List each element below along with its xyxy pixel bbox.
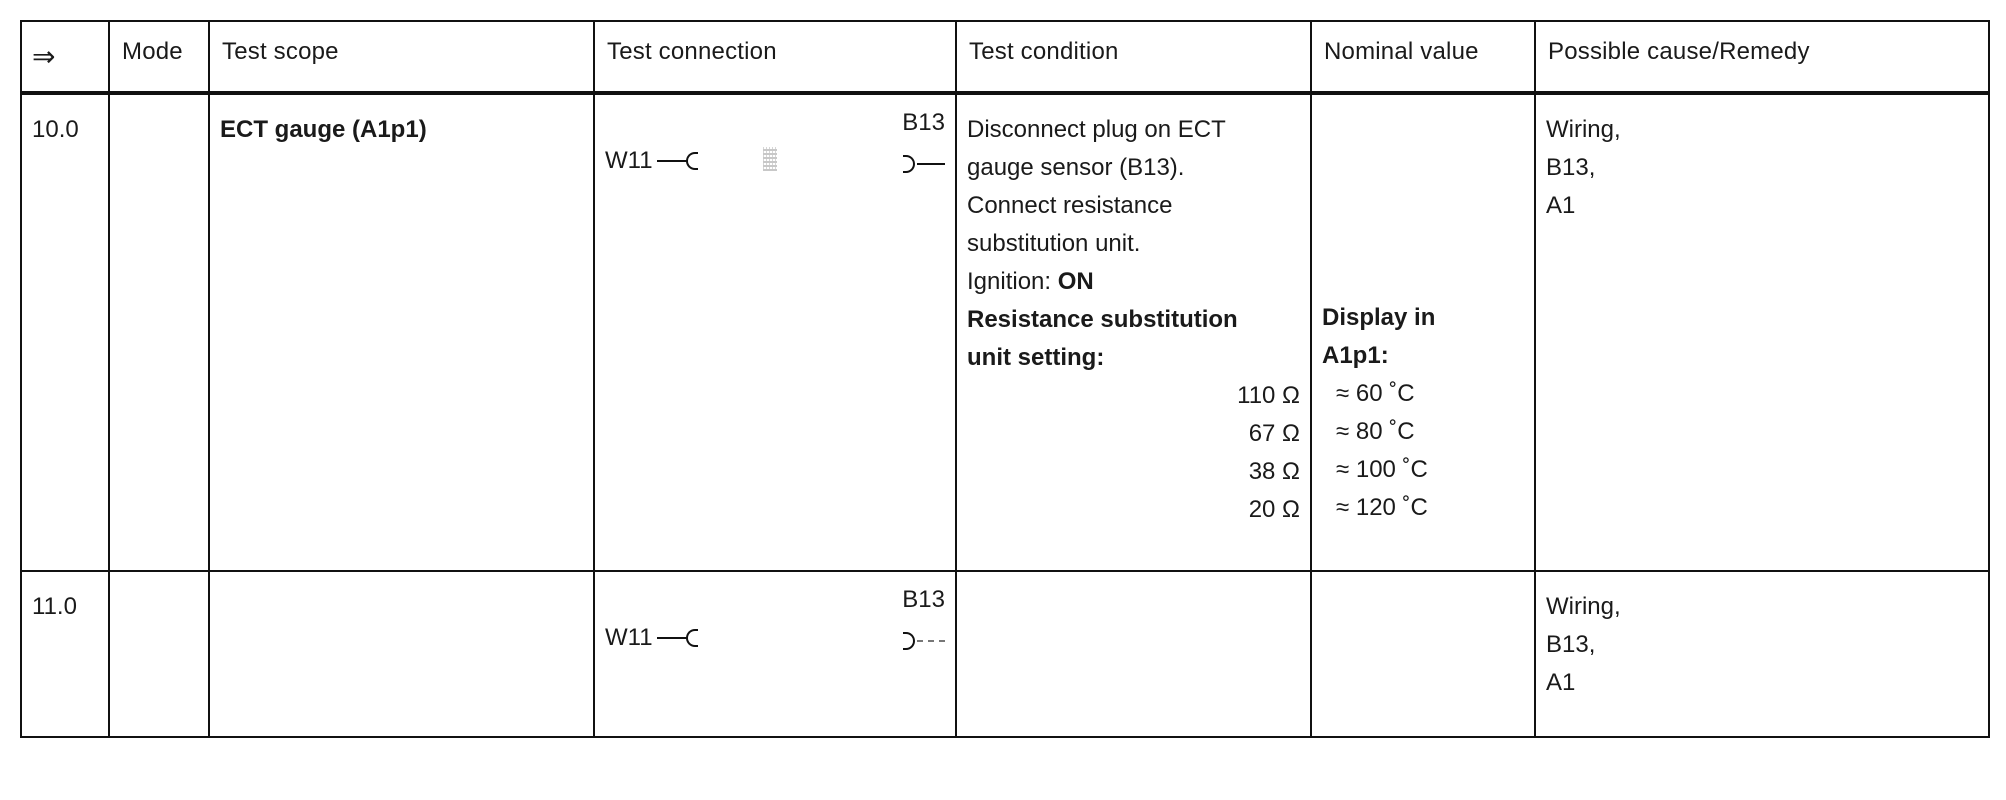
nominal-value-cell bbox=[1310, 571, 1536, 738]
plug-pin-icon bbox=[903, 155, 915, 173]
connection-target-label: B13 bbox=[902, 109, 945, 136]
cause-item: B13, bbox=[1546, 631, 1596, 658]
resistance-value: 110 Ω bbox=[1237, 382, 1300, 409]
test-connection-cell: B13 W11 bbox=[593, 93, 957, 572]
mode-value bbox=[110, 95, 208, 111]
cause-list: Wiring, B13, A1 bbox=[1536, 95, 1988, 225]
nominal-value-cell: Display in A1p1: ≈ 60 ˚C ≈ 80 ˚C ≈ 100 ˚… bbox=[1310, 93, 1536, 572]
ignition-value: ON bbox=[1057, 268, 1094, 295]
possible-cause-header: Possible cause/Remedy bbox=[1534, 20, 1990, 95]
mode-value bbox=[110, 572, 208, 588]
scan-artifact-mark bbox=[763, 147, 777, 171]
cause-item: A1 bbox=[1546, 192, 1576, 219]
connection-target-plug bbox=[903, 632, 945, 650]
cause-list: Wiring, B13, A1 bbox=[1536, 572, 1988, 702]
dashed-wire-icon bbox=[917, 640, 945, 642]
plug-pin-icon bbox=[903, 632, 915, 650]
temperature-value: ≈ 60 ˚C bbox=[1336, 380, 1415, 407]
ignition-line: Ignition: ON bbox=[967, 263, 1310, 301]
step-number: 11.0 bbox=[32, 593, 77, 620]
plug-socket-icon bbox=[685, 629, 698, 647]
connection-target-plug bbox=[903, 155, 945, 173]
cause-item: B13, bbox=[1546, 154, 1596, 181]
wire-line-icon bbox=[656, 637, 687, 639]
cause-item: Wiring, bbox=[1546, 593, 1621, 620]
resistance-value: 38 Ω bbox=[1248, 458, 1300, 485]
temperature-value: ≈ 100 ˚C bbox=[1336, 456, 1428, 483]
setting-label: unit setting: bbox=[967, 344, 1105, 371]
table-row: 11.0 B13 W11 bbox=[20, 571, 1990, 738]
temperature-value: ≈ 80 ˚C bbox=[1336, 418, 1415, 445]
test-connection-header: Test connection bbox=[593, 20, 957, 95]
possible-cause-cell: Wiring, B13, A1 bbox=[1534, 93, 1990, 572]
connection-diagram: B13 W11 bbox=[595, 572, 955, 736]
nominal-value-header: Nominal value bbox=[1310, 20, 1536, 95]
mode-header: Mode bbox=[108, 20, 210, 95]
connection-target-label: B13 bbox=[902, 586, 945, 613]
nominal-values: ≈ 60 ˚C ≈ 80 ˚C ≈ 100 ˚C ≈ 120 ˚C bbox=[1322, 375, 1435, 527]
test-connection-cell: B13 W11 bbox=[593, 571, 957, 738]
nominal-value-block: Display in A1p1: ≈ 60 ˚C ≈ 80 ˚C ≈ 100 ˚… bbox=[1322, 299, 1435, 527]
condition-line: Disconnect plug on ECT bbox=[967, 116, 1226, 143]
resistance-value: 67 Ω bbox=[1248, 420, 1300, 447]
connection-source-label: W11 bbox=[605, 624, 653, 651]
test-condition-block: Disconnect plug on ECT gauge sensor (B13… bbox=[957, 95, 1310, 529]
connection-source: W11 bbox=[605, 624, 698, 652]
test-scope-value bbox=[210, 572, 593, 588]
cause-item: Wiring, bbox=[1546, 116, 1621, 143]
test-condition-header: Test condition bbox=[955, 20, 1312, 95]
wire-line-icon bbox=[656, 160, 687, 162]
setting-label: Resistance substitution bbox=[967, 306, 1238, 333]
connection-source-label: W11 bbox=[605, 147, 653, 174]
resistance-value: 20 Ω bbox=[1248, 496, 1300, 523]
condition-line: gauge sensor (B13). bbox=[967, 154, 1185, 181]
ignition-label: Ignition: bbox=[967, 268, 1058, 295]
resistance-values: 110 Ω 67 Ω 38 Ω 20 Ω bbox=[967, 377, 1310, 529]
step-cell: 10.0 bbox=[20, 93, 110, 572]
step-cell: 11.0 bbox=[20, 571, 110, 738]
connection-diagram: B13 W11 bbox=[595, 95, 955, 570]
nominal-value-area: Display in A1p1: ≈ 60 ˚C ≈ 80 ˚C ≈ 100 ˚… bbox=[1312, 95, 1534, 570]
wire-line-icon bbox=[917, 163, 945, 165]
step-number: 10.0 bbox=[32, 116, 79, 143]
test-condition-cell bbox=[955, 571, 1312, 738]
condition-line: Connect resistance bbox=[967, 192, 1173, 219]
test-scope-value: ECT gauge (A1p1) bbox=[220, 116, 427, 143]
mode-cell bbox=[108, 571, 210, 738]
possible-cause-cell: Wiring, B13, A1 bbox=[1534, 571, 1990, 738]
test-scope-header: Test scope bbox=[208, 20, 595, 95]
plug-socket-icon bbox=[685, 152, 698, 170]
test-condition-cell: Disconnect plug on ECT gauge sensor (B13… bbox=[955, 93, 1312, 572]
table-row: 10.0 ECT gauge (A1p1) B13 W11 bbox=[20, 93, 1990, 572]
table-header-row: ⇒ Mode Test scope Test connection Test c… bbox=[20, 20, 1990, 95]
test-scope-cell: ECT gauge (A1p1) bbox=[208, 93, 595, 572]
connection-source: W11 bbox=[605, 147, 698, 175]
nominal-label: A1p1: bbox=[1322, 342, 1389, 369]
test-procedure-table: ⇒ Mode Test scope Test connection Test c… bbox=[20, 20, 1990, 738]
cause-item: A1 bbox=[1546, 669, 1576, 696]
arrow-header: ⇒ bbox=[20, 20, 110, 95]
nominal-label: Display in bbox=[1322, 304, 1436, 331]
temperature-value: ≈ 120 ˚C bbox=[1336, 494, 1428, 521]
mode-cell bbox=[108, 93, 210, 572]
condition-line: substitution unit. bbox=[967, 230, 1141, 257]
test-scope-cell bbox=[208, 571, 595, 738]
